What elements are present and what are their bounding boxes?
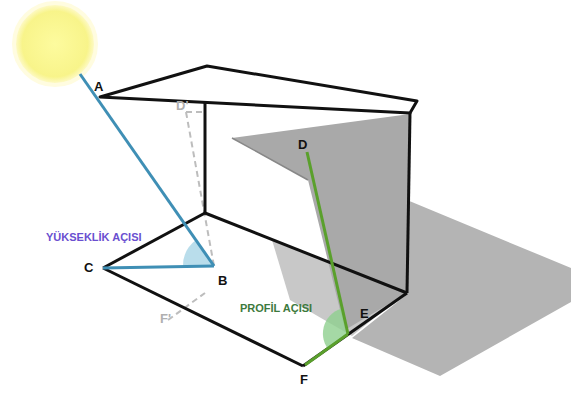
point-label: E xyxy=(360,307,369,320)
point-label: C xyxy=(84,261,93,274)
point-label: D xyxy=(298,138,307,151)
point-label: F xyxy=(300,373,308,386)
projection-lines xyxy=(168,112,214,320)
angle-label: YÜKSEKLİK AÇISI xyxy=(46,232,142,243)
profile-lines xyxy=(305,152,348,365)
box-edges xyxy=(100,66,417,366)
point-label: A xyxy=(94,80,103,93)
sun xyxy=(14,3,96,85)
wall-shadow xyxy=(232,114,410,330)
point-label: B xyxy=(218,274,227,287)
point-label: F' xyxy=(160,312,171,325)
angle-label: PROFİL AÇISI xyxy=(240,303,312,314)
point-label: D' xyxy=(176,99,188,112)
